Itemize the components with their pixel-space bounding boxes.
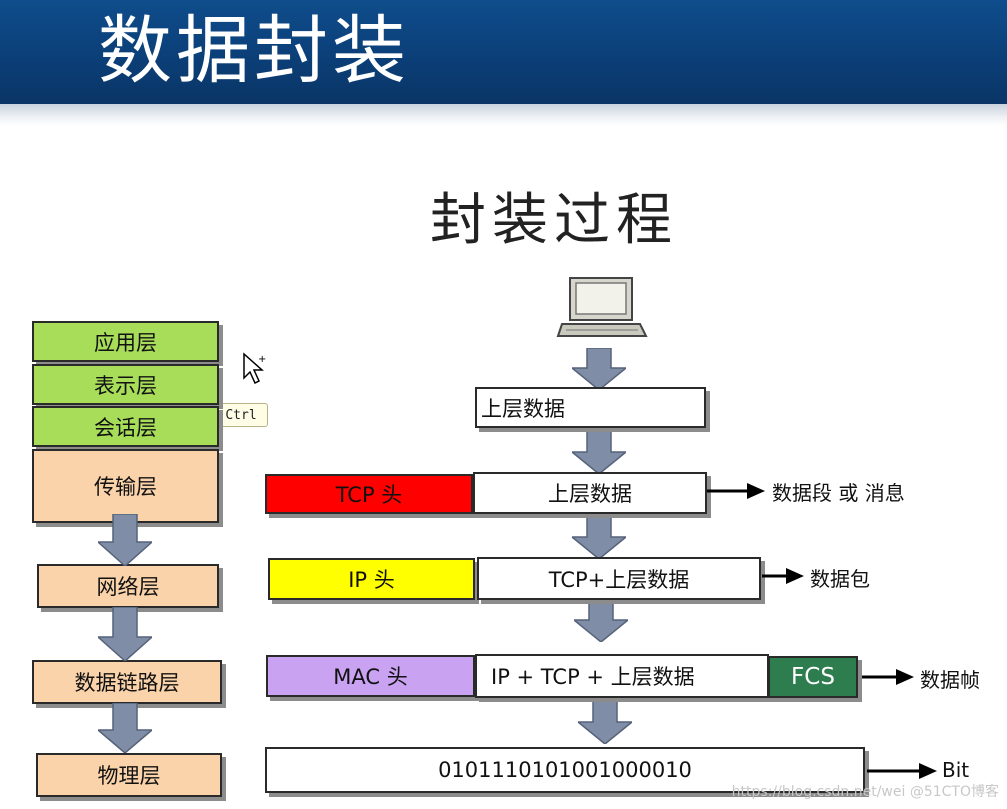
down-arrow <box>574 598 628 642</box>
packet-label: 数据包 <box>810 567 870 591</box>
svg-text:+: + <box>258 354 266 365</box>
layer-network: 网络层 <box>37 564 219 608</box>
tcp-header-block: TCP 头 <box>265 474 473 514</box>
watermark: https://blog.csdn.net/wei @51CTO博客 <box>731 784 999 800</box>
upper-data-block: 上层数据 <box>475 387 706 428</box>
page-title: 数据封装 <box>98 8 410 94</box>
down-arrow <box>98 607 152 661</box>
diagram-title: 封装过程 <box>430 188 678 253</box>
bit-label: Bit <box>942 758 970 782</box>
bit-stream-block: 0101110101001000010 <box>265 747 865 793</box>
title-bar-shadow <box>0 104 1007 126</box>
frame-label: 数据帧 <box>920 668 980 692</box>
computer-icon <box>556 277 648 337</box>
down-arrow <box>578 698 632 744</box>
layer-session: 会话层 <box>32 406 219 447</box>
down-arrow <box>572 430 626 474</box>
ctrl-key-tooltip: Ctrl <box>214 403 268 427</box>
layer-application: 应用层 <box>32 321 219 362</box>
right-arrow <box>862 669 914 685</box>
layer-physical: 物理层 <box>36 753 222 797</box>
segment-label: 数据段 或 消息 <box>772 481 905 505</box>
ip-header-block: IP 头 <box>268 558 475 600</box>
ip-payload-block: TCP+上层数据 <box>477 557 761 600</box>
layer-presentation: 表示层 <box>32 364 219 405</box>
cursor-icon: + <box>243 352 266 385</box>
down-arrow <box>98 514 152 566</box>
mac-header-block: MAC 头 <box>266 655 475 697</box>
title-bar <box>0 0 1007 104</box>
tcp-payload-block: 上层数据 <box>473 472 707 514</box>
right-arrow <box>707 483 765 499</box>
down-arrow <box>572 348 626 390</box>
right-arrow <box>762 568 804 584</box>
mac-payload-block: IP + TCP + 上层数据 <box>475 654 769 698</box>
layer-data-link: 数据链路层 <box>32 660 222 704</box>
down-arrow <box>572 513 626 559</box>
down-arrow <box>98 703 152 753</box>
layer-transport: 传输层 <box>32 449 219 523</box>
right-arrow <box>867 763 937 779</box>
fcs-trailer-block: FCS <box>768 656 858 698</box>
